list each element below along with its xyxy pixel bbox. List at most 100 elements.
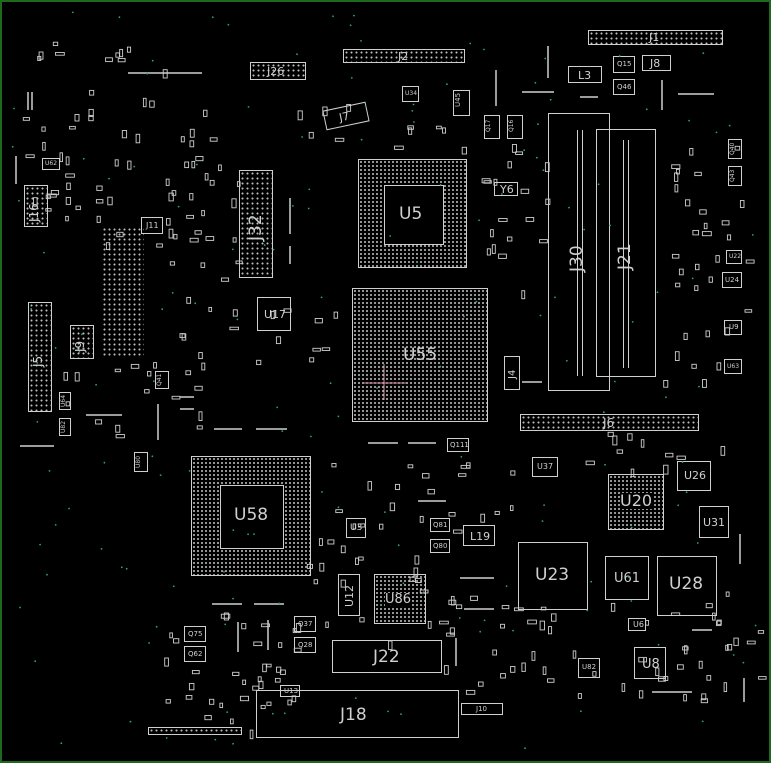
pad-9-19 [279, 669, 286, 675]
pad-1-0 [221, 277, 230, 282]
pad-10-24 [645, 620, 650, 626]
pad-10-20 [501, 605, 510, 610]
pad-13-1 [480, 513, 486, 523]
pad-16-2 [716, 620, 722, 627]
via-7 [479, 630, 482, 633]
connector-j10: J10 [461, 703, 503, 715]
via-6 [321, 491, 323, 493]
via-145 [423, 591, 425, 593]
pad-3-1 [308, 131, 314, 139]
pad-10-9 [663, 675, 669, 681]
via-10 [292, 205, 294, 207]
via-44 [337, 506, 340, 509]
via-1 [583, 228, 585, 231]
component-u34: U34 [402, 86, 419, 102]
via-157 [604, 463, 606, 466]
pad-2-9 [74, 372, 80, 382]
component-u31: U31 [699, 506, 729, 538]
pad-10-31 [531, 651, 536, 661]
pad-11-17 [715, 255, 720, 263]
chip-u23: U23 [518, 542, 588, 610]
pad-10-7 [638, 690, 644, 699]
pad-0-5 [105, 242, 111, 250]
pad-10-17 [698, 660, 703, 669]
pad-1-11 [229, 326, 239, 331]
component-u80: U80 [134, 452, 148, 472]
label-j18: J18 [340, 705, 367, 725]
label-u86: U86 [385, 592, 412, 607]
component-u45: U45 [453, 90, 470, 116]
via-146 [742, 661, 745, 664]
via-76 [413, 121, 415, 123]
pad-0-53 [88, 108, 94, 117]
via-67 [412, 103, 415, 106]
via-126 [696, 542, 699, 544]
pad-13-3 [494, 510, 500, 515]
via-52 [439, 184, 442, 186]
via-116 [118, 16, 121, 19]
pad-9-12 [291, 695, 297, 703]
pad-2-11 [201, 362, 206, 371]
pad-14-6 [260, 704, 266, 710]
label-u55: U55 [403, 345, 438, 365]
pad-8-3 [325, 621, 329, 628]
transistor-q40: Q40 [728, 139, 742, 159]
pad-0-24 [115, 52, 120, 58]
pad-5-8 [506, 236, 513, 242]
pad-14-4 [165, 699, 171, 704]
pad-9-6 [295, 623, 302, 633]
pad-6-5 [309, 357, 315, 363]
pad-7-9 [318, 538, 323, 546]
label-u82b: U82 [582, 663, 597, 671]
pad-11-29 [705, 330, 710, 338]
via-57 [36, 362, 39, 364]
pad-3-3 [297, 110, 303, 121]
via-72 [590, 580, 593, 583]
via-40 [36, 421, 39, 423]
label-u23: U23 [535, 565, 570, 585]
via-11 [715, 131, 718, 134]
label-y6: Y6 [500, 183, 514, 196]
pad-16-3 [733, 637, 739, 646]
pad-11-5 [671, 253, 680, 259]
pad-10-38 [723, 682, 728, 693]
pad-5-4 [544, 162, 550, 173]
via-90 [125, 567, 128, 570]
pad-0-16 [126, 46, 132, 53]
pad-10-35 [677, 664, 684, 670]
via-111 [18, 199, 20, 202]
pad-0-31 [135, 133, 141, 144]
pad-7-17 [367, 481, 372, 491]
pad-0-49 [74, 114, 80, 122]
pad-2-10 [153, 362, 157, 369]
via-123 [541, 520, 544, 522]
pad-6-4 [314, 318, 323, 324]
pad-12-0 [616, 449, 624, 454]
label-q62: Q62 [188, 650, 203, 658]
transistor-q111: Q111 [447, 438, 469, 452]
pad-1-5 [204, 173, 209, 181]
pad-8-4 [448, 599, 457, 606]
pad-8-2 [340, 579, 346, 588]
via-78 [379, 603, 382, 606]
pad-11-25 [675, 282, 681, 288]
pad-5-12 [493, 178, 498, 186]
label-u62: U62 [45, 160, 58, 167]
pad-9-23 [266, 663, 272, 668]
pad-14-3 [274, 677, 281, 683]
via-119 [512, 629, 514, 632]
pad-7-0 [448, 512, 456, 517]
via-55 [148, 642, 151, 644]
via-37 [543, 504, 545, 506]
chip-u55: U55 [352, 288, 488, 422]
pad-2-3 [115, 434, 125, 439]
label-u17: U17 [264, 308, 287, 321]
pad-10-13 [638, 656, 647, 663]
pad-7-20 [414, 555, 420, 565]
pad-7-8 [357, 523, 366, 528]
component-u12: U12 [338, 574, 360, 616]
pad-10-18 [577, 693, 582, 699]
pad-4-6 [407, 125, 414, 130]
pad-7-19 [335, 509, 343, 514]
